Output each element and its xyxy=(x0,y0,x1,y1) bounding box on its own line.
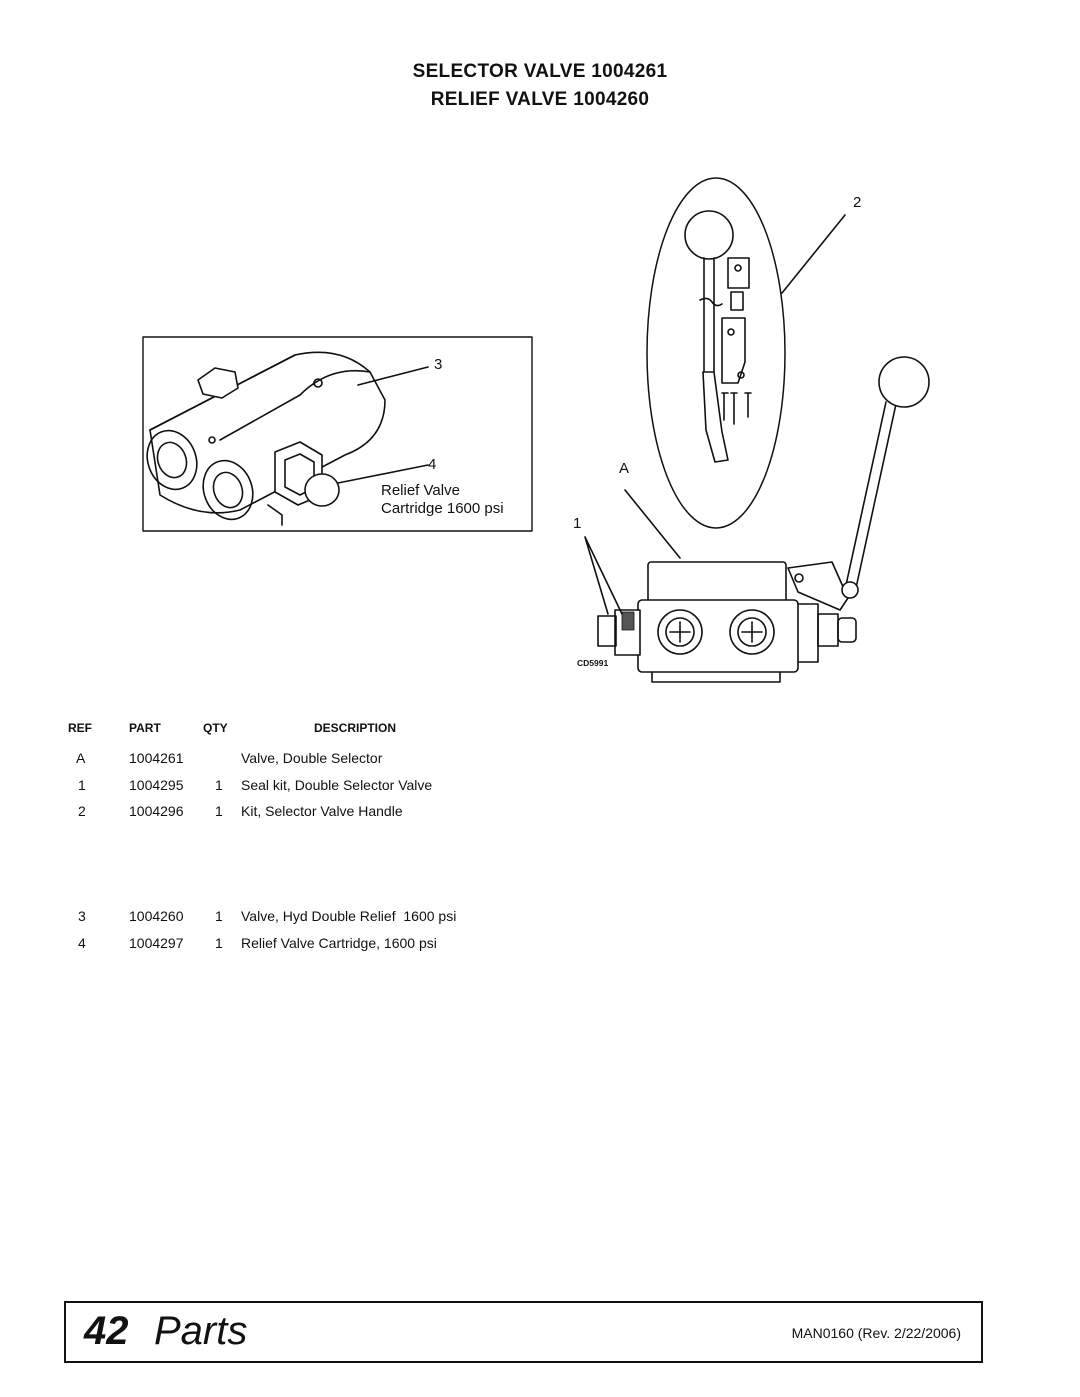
handle-kit-drawing xyxy=(684,210,752,463)
row-description: Kit, Selector Valve Handle xyxy=(241,803,403,819)
row-part: 1004296 xyxy=(129,803,184,819)
row-ref: 3 xyxy=(78,908,86,924)
row-description: Relief Valve Cartridge, 1600 psi xyxy=(241,935,437,951)
row-part: 1004295 xyxy=(129,777,184,793)
row-qty: 1 xyxy=(215,935,223,951)
header-qty: QTY xyxy=(203,721,228,735)
header-part: PART xyxy=(129,721,161,735)
selector-valve-drawing xyxy=(597,356,930,683)
callout-4: 4 xyxy=(428,456,437,473)
callout-3: 3 xyxy=(434,356,443,373)
page-number: 42 xyxy=(84,1309,129,1353)
relief-label-line1: Relief Valve xyxy=(381,482,460,499)
header-ref: REF xyxy=(68,721,92,735)
row-part: 1004297 xyxy=(129,935,184,951)
page-footer: 42 Parts MAN0160 (Rev. 2/22/2006) xyxy=(64,1301,983,1363)
callout-1: 1 xyxy=(573,515,582,532)
row-part: 1004260 xyxy=(129,908,184,924)
relief-label-line2: Cartridge 1600 psi xyxy=(381,500,504,517)
document-reference: MAN0160 (Rev. 2/22/2006) xyxy=(791,1325,961,1341)
handle-kit-oval xyxy=(646,177,786,529)
row-qty: 1 xyxy=(215,908,223,924)
relief-valve-drawing xyxy=(146,351,386,526)
row-qty: 1 xyxy=(215,803,223,819)
relief-valve-box xyxy=(142,336,533,532)
row-ref: 1 xyxy=(78,777,86,793)
page-title-selector-valve: SELECTOR VALVE 1004261 xyxy=(412,61,668,82)
page-title-relief-valve: RELIEF VALVE 1004260 xyxy=(430,89,650,110)
row-description: Seal kit, Double Selector Valve xyxy=(241,777,433,793)
callout-A: A xyxy=(619,460,630,477)
callout-2: 2 xyxy=(853,194,862,211)
row-part: 1004261 xyxy=(129,750,184,766)
section-title: Parts xyxy=(154,1309,248,1353)
parts-diagram xyxy=(142,177,930,683)
row-qty: 1 xyxy=(215,777,223,793)
drawing-code: CD5991 xyxy=(577,658,609,668)
header-description: DESCRIPTION xyxy=(314,721,397,735)
row-ref: 4 xyxy=(78,935,86,951)
row-ref: 2 xyxy=(78,803,86,819)
row-description: Valve, Hyd Double Relief 1600 psi xyxy=(241,908,457,924)
row-description: Valve, Double Selector xyxy=(241,750,383,766)
row-ref: A xyxy=(76,750,86,766)
